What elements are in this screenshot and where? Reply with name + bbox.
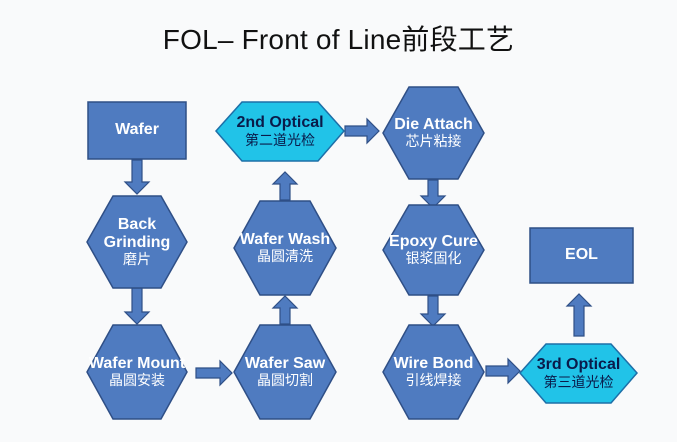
- back-grinding-hexagon: [86, 195, 188, 289]
- 2nd-optical-shape: [215, 101, 345, 162]
- arrow-3rd-optical-to-eol: [565, 293, 593, 337]
- arrow-wafer-mount-to-wafer-saw: [195, 359, 233, 387]
- arrow-wafer-saw-to-wafer-wash: [271, 295, 299, 325]
- eol-box: [529, 227, 634, 284]
- arrow-wire-bond-to-3rd-optical: [485, 357, 521, 385]
- wafer-box: [87, 101, 187, 160]
- arrow-wafer-to-back-grinding: [123, 159, 151, 195]
- 3rd-optical-shape: [519, 343, 638, 404]
- wafer-wash-hexagon: [233, 200, 337, 296]
- arrow-2nd-optical-to-die-attach: [344, 117, 380, 145]
- arrow-epoxy-cure-to-wire-bond: [419, 295, 447, 327]
- die-attach-hexagon: [382, 86, 485, 180]
- page-title: FOL– Front of Line前段工艺: [162, 24, 515, 55]
- wafer-mount-hexagon: [86, 324, 188, 420]
- wire-bond-hexagon: [382, 324, 485, 420]
- wafer-saw-hexagon: [233, 324, 337, 420]
- arrows: [123, 117, 593, 387]
- arrow-die-attach-to-epoxy-cure: [419, 179, 447, 209]
- arrow-back-grinding-to-wafer-mount: [123, 287, 151, 325]
- arrow-wafer-wash-to-2nd-optical: [271, 171, 299, 201]
- epoxy-cure-hexagon: [382, 204, 485, 296]
